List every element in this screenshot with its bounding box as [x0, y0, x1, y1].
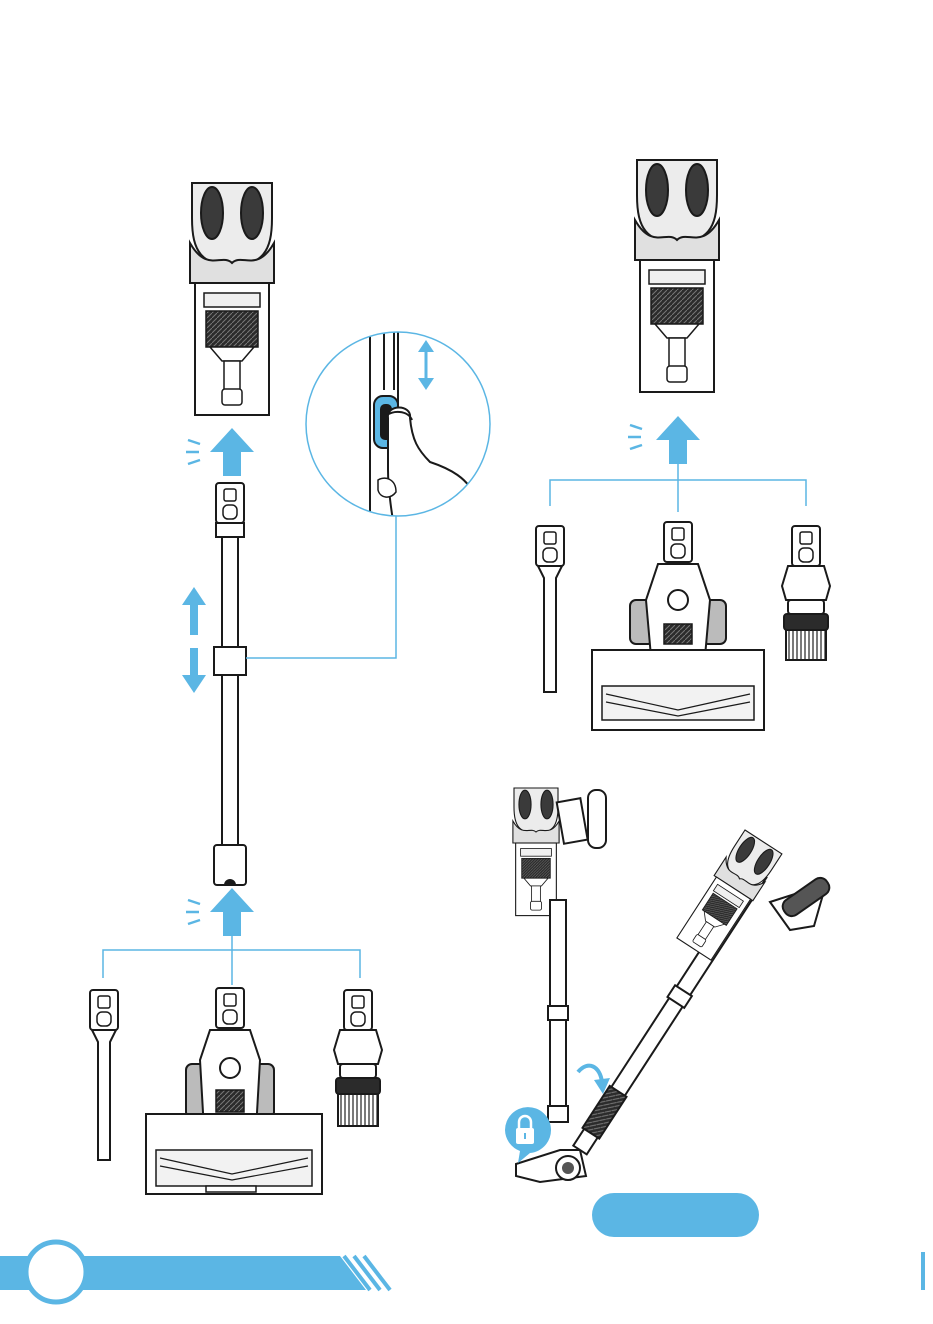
arrow-down-icon — [182, 648, 206, 693]
standing-storage-demo — [505, 788, 832, 1182]
footer-band — [0, 1242, 925, 1302]
motion-lines-icon — [186, 900, 200, 924]
floor-brush-head — [592, 522, 764, 730]
arrow-up-icon — [210, 428, 254, 476]
crevice-tool — [90, 990, 118, 1160]
vacuum-main-body — [190, 183, 274, 415]
tube-release-button-zoom — [306, 330, 490, 540]
vacuum-main-body — [635, 160, 719, 392]
floor-brush-head — [146, 988, 322, 1194]
arrow-up-icon — [182, 587, 206, 635]
label-pill — [592, 1193, 759, 1237]
curved-arrow-icon — [578, 1066, 610, 1094]
crevice-tool — [536, 526, 564, 692]
dusting-brush — [334, 990, 382, 1126]
motion-lines-icon — [186, 440, 200, 464]
motion-lines-icon — [628, 425, 642, 449]
extension-tube — [214, 483, 246, 885]
arrow-up-icon — [656, 416, 700, 464]
dusting-brush — [782, 526, 830, 660]
arrow-up-icon — [210, 888, 254, 936]
